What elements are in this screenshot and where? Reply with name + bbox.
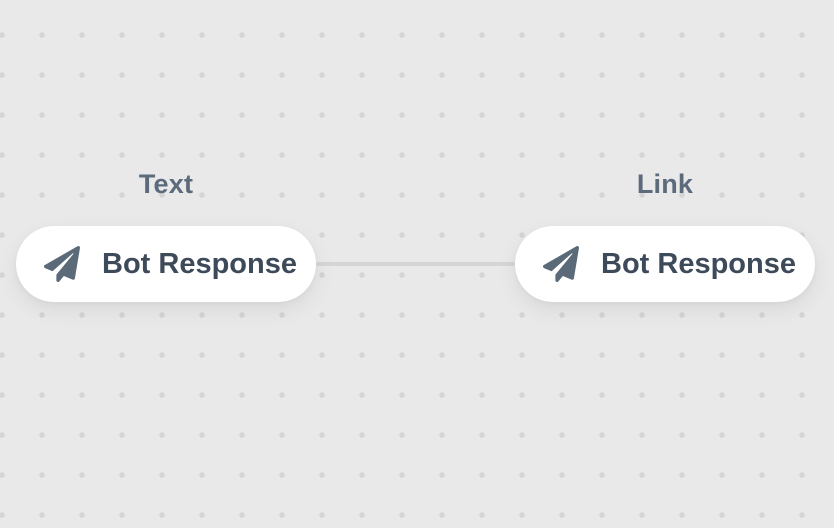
paper-plane-icon [43,246,81,282]
node-label-text: Text [138,169,194,199]
node-title: Bot Response [601,247,796,280]
edge-text-to-link[interactable] [316,262,515,266]
node-link-bot-response[interactable]: Bot Response [515,226,815,302]
node-text-bot-response[interactable]: Bot Response [16,226,316,302]
node-group-link: Link Bot Response [515,168,815,302]
node-group-text: Text Bot Response [16,168,316,302]
node-label-link: Link [636,169,694,199]
paper-plane-icon [542,246,580,282]
node-title: Bot Response [102,247,297,280]
